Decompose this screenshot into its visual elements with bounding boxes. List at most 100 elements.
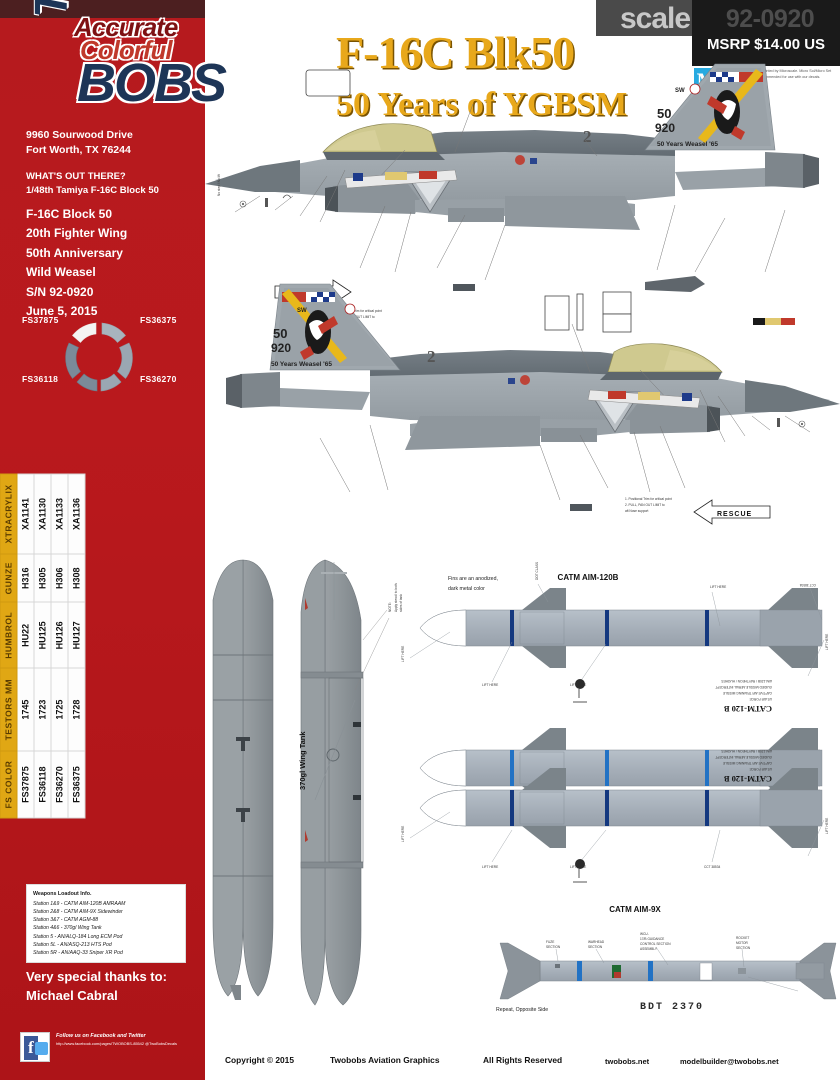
- left-info-panel: TWO Accurate Colorful BOBS 9960 Sourwood…: [0, 0, 227, 1080]
- gear-doors-top: [544, 291, 632, 333]
- footer-bar: Copyright © 2015 Twobobs Aviation Graphi…: [205, 1048, 840, 1080]
- table-row: FS36118 1723 HU125 H305 XA1130: [34, 474, 51, 818]
- wing-tank-views: NOTE: Apply stencil to both sides of tan…: [212, 559, 403, 1006]
- svg-text:CCT 38534: CCT 38534: [800, 583, 816, 587]
- cell-fs: FS36375: [68, 751, 85, 818]
- facebook-icon[interactable]: f: [20, 1032, 50, 1062]
- svg-text:GUIDED MISSILE AERIAL INTERCEP: GUIDED MISSILE AERIAL INTERCEPT: [715, 685, 772, 689]
- svg-text:MOTOR: MOTOR: [736, 941, 749, 945]
- fs-label-top-right: FS36375: [140, 315, 177, 325]
- svg-text:Apply stencil to both: Apply stencil to both: [394, 583, 398, 612]
- fs-label-top-left: FS37875: [22, 315, 59, 325]
- cell-testors: 1745: [17, 668, 34, 752]
- paint-col-gunze: GUNZE: [0, 553, 17, 603]
- footer-company: Twobobs Aviation Graphics: [330, 1055, 440, 1065]
- subject-specs: F-16C Block 50 20th Fighter Wing 50th An…: [26, 205, 201, 322]
- svg-text:US AIR FORCE: US AIR FORCE: [750, 767, 773, 771]
- logo-word-colorful: Colorful: [80, 35, 173, 65]
- footer-copyright: Copyright © 2015: [225, 1055, 294, 1065]
- paint-col-fs: FS COLOR: [0, 751, 17, 818]
- svg-text:CAPTIVE AIR TRAINING MISSILE: CAPTIVE AIR TRAINING MISSILE: [723, 761, 772, 765]
- svg-text:CONTROL SECTION: CONTROL SECTION: [640, 942, 671, 946]
- company-address: 9960 Sourwood Drive Fort Worth, TX 76244: [26, 128, 196, 158]
- warning-note-top: 1. Positional Trim for critical point: [335, 309, 382, 313]
- cell-xtracrylix: XA1130: [34, 474, 51, 554]
- paint-col-testors: TESTORS MM: [0, 668, 17, 752]
- svg-text:50: 50: [657, 106, 671, 121]
- cell-fs: FS36270: [51, 751, 68, 818]
- twobobs-logo: TWO Accurate Colorful BOBS: [22, 0, 227, 112]
- cell-testors: 1728: [68, 668, 85, 752]
- microscale-text: Our decals are proudly printed by Micros…: [724, 69, 832, 80]
- page-title: F-16C Blk50: [336, 27, 575, 78]
- scalemates-logo-a: scale: [620, 2, 691, 35]
- weapons-line: Station 4&6 - 370gl Wing Tank: [33, 925, 102, 932]
- page-subtitle: 50 Years of YGBSM: [336, 86, 628, 123]
- svg-text:LIFT HERE: LIFT HERE: [482, 683, 498, 687]
- svg-text:LIFT HERE: LIFT HERE: [825, 634, 829, 650]
- svg-text:SECTION: SECTION: [588, 945, 603, 949]
- missile-120-label: CATM AIM-120B: [558, 573, 619, 582]
- svg-text:ROCKET: ROCKET: [736, 936, 749, 940]
- spec-line-1: F-16C Block 50: [26, 207, 113, 221]
- warning-note-bottom: 1. Positional Trim for critical point: [625, 497, 672, 501]
- svg-text:LIFT HERE: LIFT HERE: [825, 818, 829, 834]
- svg-text:920: 920: [655, 121, 675, 135]
- svg-text:17/B GUIDANCE: 17/B GUIDANCE: [640, 937, 664, 941]
- social-block[interactable]: f Follow us on Facebook and Twitter http…: [20, 1032, 195, 1066]
- footer-website[interactable]: twobobs.net: [605, 1057, 650, 1066]
- svg-text:2. PULL, PAN OUT LIMIT to: 2. PULL, PAN OUT LIMIT to: [625, 503, 665, 507]
- bdt-code: BDT 2370: [640, 1002, 704, 1013]
- cell-gunze: H305: [34, 553, 51, 603]
- svg-text:aft Nose support: aft Nose support: [625, 509, 649, 513]
- special-thanks: Very special thanks to: Michael Cabral: [26, 968, 201, 1006]
- cell-xtracrylix: XA1141: [17, 474, 34, 554]
- svg-text:FUZE: FUZE: [546, 940, 554, 944]
- svg-text:US AIR FORCE: US AIR FORCE: [750, 697, 773, 701]
- svg-text:DOT CLASS: DOT CLASS: [535, 562, 539, 580]
- svg-text:LIFT HERE: LIFT HERE: [401, 646, 405, 662]
- cell-fs: FS37875: [17, 751, 34, 818]
- rescue-arrow-bottom: RESCUE: [693, 499, 771, 525]
- cell-testors: 1723: [34, 668, 51, 752]
- svg-text:50 Years Weasel '65: 50 Years Weasel '65: [271, 361, 332, 368]
- cell-testors: 1725: [51, 668, 68, 752]
- weapons-title: Weapons Loadout Info.: [33, 891, 92, 897]
- weapons-line: Station 5L - AN/ASQ-213 HTS Pod: [33, 941, 112, 948]
- logo-word-accurate: Accurate: [74, 12, 178, 42]
- table-row: FS37875 1745 HU22 H316 XA1141: [17, 474, 34, 818]
- msrp-price: MSRP $14.00 US: [706, 36, 826, 53]
- svg-text:CCT 38534: CCT 38534: [704, 865, 720, 869]
- spec-line-5: S/N 92-0920: [26, 284, 94, 299]
- social-url[interactable]: http://www.facebook.com/pages/TWOBOBS-85…: [56, 1040, 177, 1046]
- fs-label-bottom-left: FS36118: [22, 374, 59, 384]
- paint-cross-reference-table: FS COLOR TESTORS MM HUMBROL GUNZE XTRACR…: [0, 474, 172, 819]
- social-follow-label: Follow us on Facebook and Twitter: [56, 1033, 146, 1039]
- svg-text:LIFT HERE: LIFT HERE: [401, 826, 405, 842]
- stencil-note: No step / No lift: [217, 174, 221, 196]
- weapons-line: Station 1&9 - CATM AIM-120B AMRAAM: [33, 900, 126, 907]
- table-row: FS36375 1728 HU127 H308 XA1136: [68, 474, 85, 818]
- cell-gunze: H306: [51, 553, 68, 603]
- address-line-2: Fort Worth, TX 76244: [26, 144, 131, 157]
- paint-col-xtracrylix: XTRACRYLIX: [0, 474, 17, 554]
- svg-text:CATM-120 B: CATM-120 B: [724, 774, 772, 783]
- cell-xtracrylix: XA1136: [68, 474, 85, 554]
- svg-text:RESCUE: RESCUE: [717, 511, 752, 518]
- cell-xtracrylix: XA1133: [51, 474, 68, 554]
- footer-email[interactable]: modelbuilder@twobobs.net: [680, 1057, 779, 1066]
- weapons-loadout-box: Weapons Loadout Info. Station 1&9 - CATM…: [26, 884, 186, 964]
- cell-humbrol: HU125: [34, 602, 51, 669]
- cell-humbrol: HU126: [51, 602, 68, 669]
- profile-number-bottom: 2: [427, 347, 436, 366]
- svg-text:ASSEMBLY: ASSEMBLY: [640, 947, 658, 951]
- twitter-icon[interactable]: [35, 1042, 48, 1055]
- msrp-banner: [692, 0, 840, 66]
- missile-9x-label: CATM AIM-9X: [609, 905, 661, 914]
- missile-diagrams: Fins are an anodized, dark metal color C…: [401, 562, 837, 1013]
- whats-out-there: WHAT'S OUT THERE? 1/48th Tamiya F-16C Bl…: [26, 170, 201, 199]
- spec-line-3: 50th Anniversary: [26, 245, 123, 260]
- table-row: FS36270 1725 HU126 H306 XA1133: [51, 474, 68, 818]
- weapons-line: Station 2&8 - CATM AIM-9X Sidewinder: [33, 908, 123, 915]
- paint-table-header-row: FS COLOR TESTORS MM HUMBROL GUNZE XTRACR…: [0, 474, 17, 818]
